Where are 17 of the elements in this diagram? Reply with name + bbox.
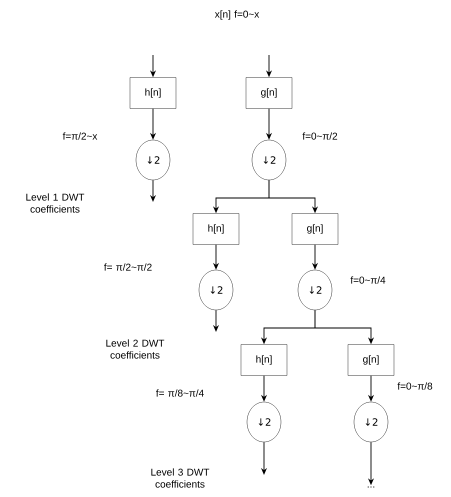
frequency-label: f= π/2~π/2 <box>104 263 152 271</box>
filter-box: h[n] <box>192 213 240 245</box>
ellipsis: ... <box>368 486 374 488</box>
frequency-label: f=0~π/8 <box>398 382 432 390</box>
level-label: Level 3 DWT coefficients <box>151 468 210 488</box>
signal-label: x[n] f=0~x <box>214 10 260 20</box>
filter-box: h[n] <box>130 77 176 109</box>
level-label: Level 1 DWT coefficients <box>26 193 84 213</box>
filter-box: g[n] <box>348 344 394 376</box>
filter-box: h[n] <box>240 344 288 376</box>
frequency-label: f=0~π/4 <box>350 276 386 284</box>
frequency-label: f=0~π/2 <box>302 132 338 140</box>
frequency-label: f=π/2~x <box>62 132 98 140</box>
level-label: Level 2 DWT coefficients <box>106 339 164 359</box>
filter-box: g[n] <box>246 77 292 109</box>
frequency-label: f= π/8~π/4 <box>156 389 204 397</box>
filter-box: g[n] <box>292 213 338 245</box>
